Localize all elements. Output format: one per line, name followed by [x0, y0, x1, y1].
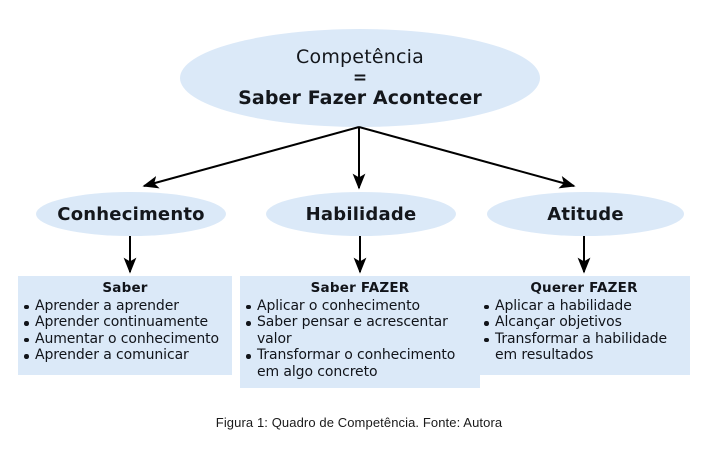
- arrow-root-to-conhecimento: [142, 126, 360, 189]
- list-item-text: Aprender continuamente: [35, 314, 208, 331]
- list-item-text: Saber pensar e acrescentar: [257, 314, 448, 331]
- box-querer-fazer: Querer FAZER Aplicar a habilidade Alcanç…: [478, 276, 690, 375]
- node-conhecimento: Conhecimento: [36, 192, 226, 236]
- box-saber-list: Aprender a aprender Aprender continuamen…: [21, 298, 229, 364]
- bullet-dot-icon: [24, 304, 29, 310]
- list-item-text: Aumentar o conhecimento: [35, 330, 219, 347]
- list-item: Aprender a aprender: [21, 298, 229, 315]
- list-item-text: Aprender a aprender: [35, 297, 179, 314]
- box-saber-fazer-title: Saber FAZER: [310, 280, 410, 296]
- bullet-dot-icon: [246, 354, 251, 359]
- root-equals-sign: =: [352, 67, 368, 88]
- bullet-dot-icon: [24, 321, 29, 326]
- box-saber-fazer-list: Aplicar o conhecimento Saber pensar e ac…: [243, 298, 477, 381]
- list-item: Aplicar a habilidade: [481, 298, 687, 315]
- bullet-dot-icon: [484, 337, 489, 343]
- figure-caption: Figura 1: Quadro de Competência. Fonte: …: [215, 415, 503, 430]
- list-item-text: Alcançar objetivos: [495, 314, 622, 331]
- root-line-competencia: Competência: [296, 45, 424, 68]
- bullet-dot-icon: [24, 337, 29, 343]
- list-item: Transformar a habilidade em resultados: [481, 331, 687, 364]
- box-saber-fazer: Saber FAZER Aplicar o conhecimento Saber…: [240, 276, 480, 388]
- bullet-dot-icon: [484, 304, 489, 310]
- bullet-dot-icon: [24, 354, 29, 359]
- bullet-dot-icon: [246, 304, 251, 310]
- node-competencia: Competência = Saber Fazer Acontecer: [180, 29, 540, 127]
- box-querer-fazer-title: Querer FAZER: [530, 280, 638, 296]
- node-atitude-label: Atitude: [547, 203, 624, 225]
- list-item: Transformar o conhecimento em algo concr…: [243, 347, 477, 380]
- list-item-text: Transformar a habilidade: [495, 330, 668, 347]
- list-item: Alcançar objetivos: [481, 314, 687, 331]
- list-item-text-continued: em resultados: [495, 347, 594, 364]
- list-item: Saber pensar e acrescentar valor: [243, 314, 477, 347]
- list-item-text: Aprender a comunicar: [35, 347, 189, 364]
- box-saber-title: Saber: [102, 280, 148, 296]
- list-item-text-continued: em algo concreto: [257, 363, 378, 380]
- node-atitude: Atitude: [487, 192, 684, 236]
- list-item-text-continued: valor: [257, 330, 292, 347]
- list-item-text: Aplicar o conhecimento: [257, 297, 420, 314]
- box-querer-fazer-list: Aplicar a habilidade Alcançar objetivos …: [481, 298, 687, 364]
- list-item-text: Aplicar a habilidade: [495, 297, 632, 314]
- root-line-saber-fazer-acontecer: Saber Fazer Acontecer: [238, 86, 482, 109]
- list-item: Aprender a comunicar: [21, 347, 229, 364]
- arrow-root-to-atitude: [358, 126, 576, 189]
- list-item: Aplicar o conhecimento: [243, 298, 477, 315]
- bullet-dot-icon: [246, 321, 251, 326]
- box-saber: Saber Aprender a aprender Aprender conti…: [18, 276, 232, 375]
- node-habilidade-label: Habilidade: [305, 203, 417, 225]
- node-conhecimento-label: Conhecimento: [57, 203, 205, 225]
- list-item: Aprender continuamente: [21, 314, 229, 331]
- node-habilidade: Habilidade: [266, 192, 456, 236]
- list-item: Aumentar o conhecimento: [21, 331, 229, 348]
- list-item-text: Transformar o conhecimento: [257, 347, 456, 364]
- bullet-dot-icon: [484, 321, 489, 326]
